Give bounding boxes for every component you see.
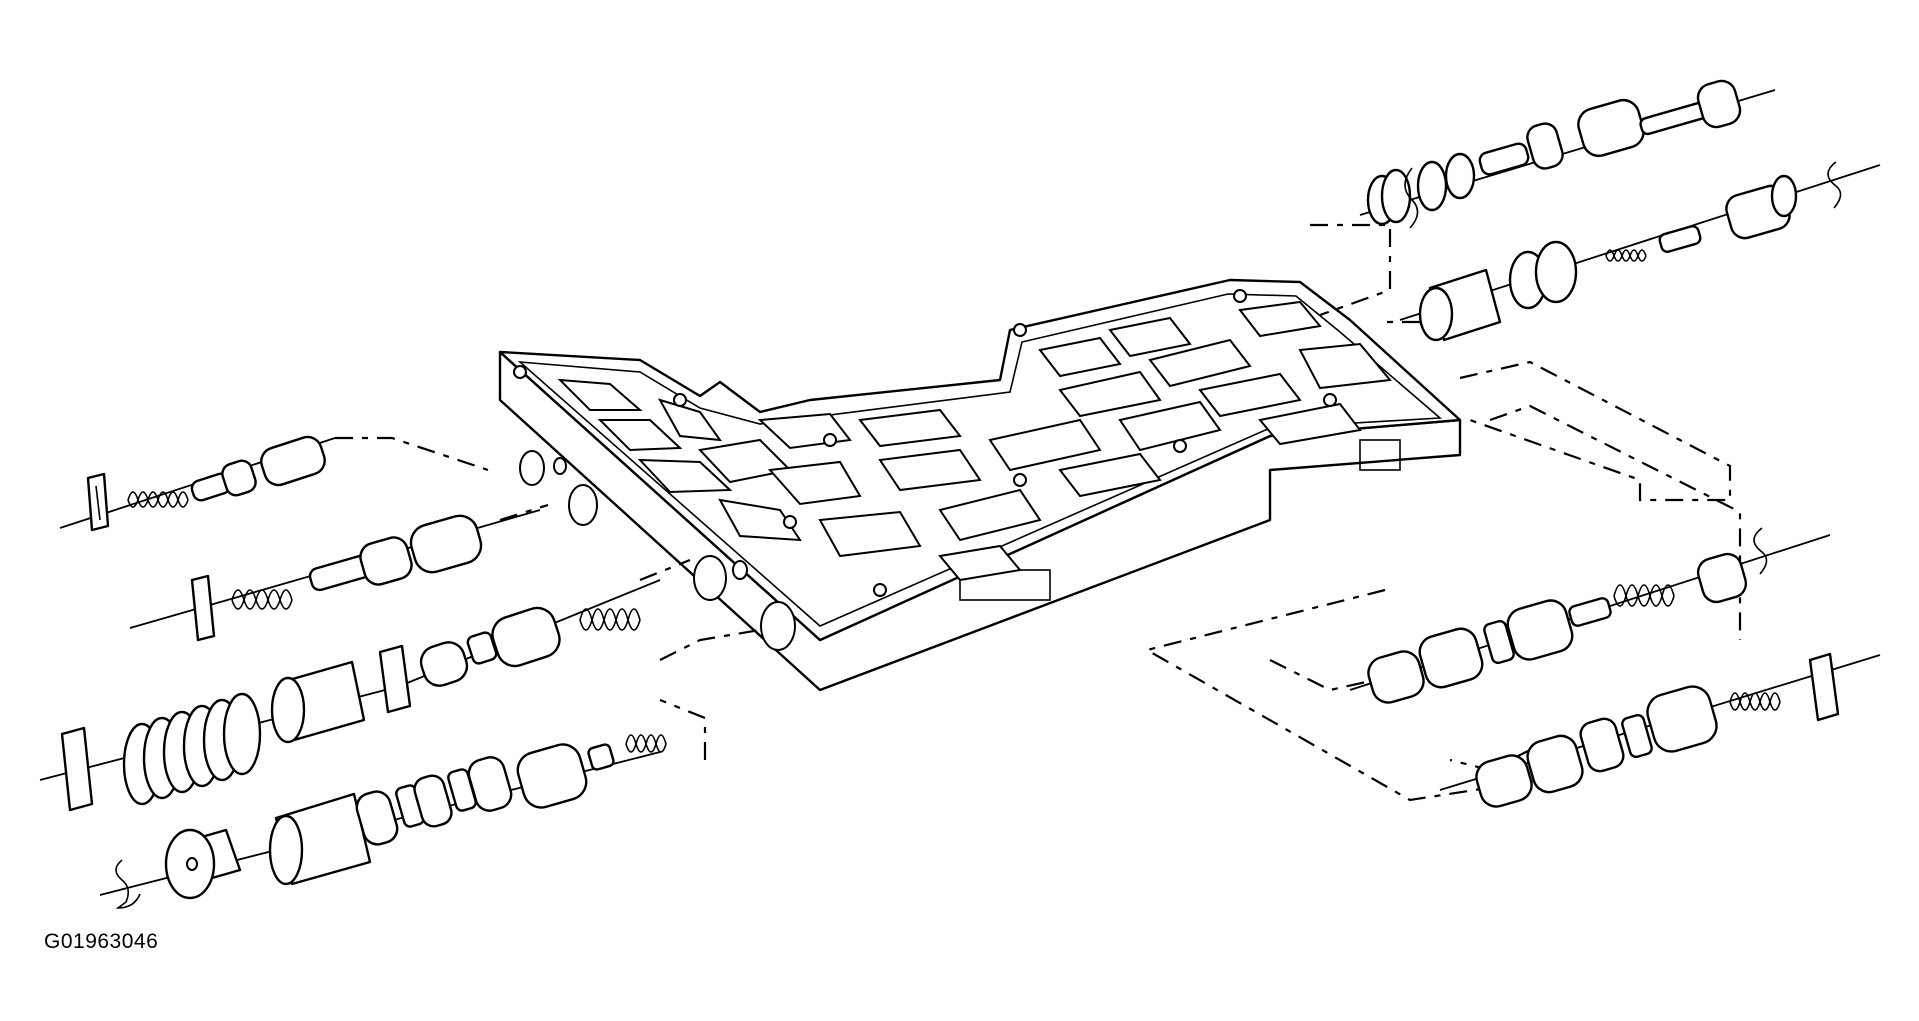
valve-train-right-1 [1359, 79, 1776, 229]
spring [579, 608, 641, 631]
spring [1605, 249, 1647, 262]
valve-body-casting [498, 278, 1462, 692]
valve-train-right-3 [1349, 527, 1831, 704]
spring [1613, 584, 1675, 607]
large-spring [122, 692, 262, 806]
spring [231, 589, 293, 610]
spring [127, 491, 189, 508]
valve-train-left-1 [59, 435, 336, 532]
sleeve [1418, 268, 1502, 342]
valve-train-right-2 [1399, 161, 1881, 342]
valve-train-right-4 [1439, 652, 1881, 808]
valve-train-left-2 [129, 509, 541, 642]
valve-train-left-4 [39, 660, 386, 812]
end-plug [164, 828, 242, 900]
sleeve [270, 660, 366, 744]
spring [1729, 692, 1781, 711]
valve-train-left-3 [378, 579, 661, 714]
spring [625, 734, 667, 753]
valve-train-left-5 [99, 734, 667, 909]
figure-id-label: G01963046 [44, 930, 159, 953]
